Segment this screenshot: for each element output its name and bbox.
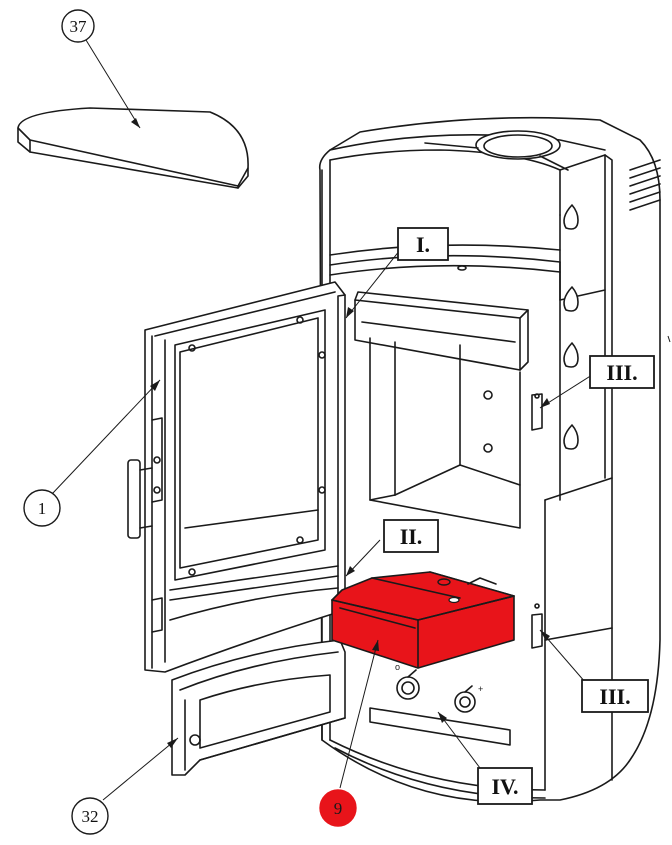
detail-IV-label: IV. — [491, 774, 518, 799]
air-controls: o + — [395, 662, 483, 713]
edge-mark — [667, 335, 671, 343]
detail-I: I. — [397, 227, 449, 261]
detail-II: II. — [383, 519, 439, 553]
detail-III-upper-label: III. — [606, 360, 637, 385]
detail-IV: IV. — [477, 767, 533, 805]
hinge-brackets — [531, 393, 543, 649]
detail-III-lower-label: III. — [599, 684, 630, 709]
firebox — [369, 337, 521, 529]
callout-1-label: 1 — [38, 499, 47, 518]
ash-door[interactable] — [171, 639, 346, 776]
callout-32: 32 — [71, 797, 109, 835]
svg-text:o: o — [395, 662, 400, 672]
callout-32-label: 32 — [82, 807, 99, 826]
detail-II-label: II. — [400, 524, 423, 549]
flue-outlet — [424, 130, 569, 171]
side-vents — [629, 159, 661, 211]
callout-1: 1 — [23, 489, 61, 527]
door-handle[interactable] — [127, 459, 153, 539]
callout-37-label: 37 — [70, 17, 88, 36]
detail-I-label: I. — [416, 232, 430, 257]
decorative-cutouts — [563, 204, 579, 450]
fire-door[interactable] — [127, 281, 346, 673]
callout-9: 9 — [319, 789, 357, 827]
top-cover-plate[interactable] — [17, 107, 249, 189]
callout-37: 37 — [61, 9, 95, 43]
baffle-plate — [354, 291, 529, 371]
svg-text:+: + — [478, 684, 483, 694]
detail-III-lower: III. — [581, 679, 649, 713]
detail-III-upper: III. — [589, 355, 655, 389]
callout-9-label: 9 — [334, 799, 343, 818]
arrowheads — [131, 118, 550, 748]
